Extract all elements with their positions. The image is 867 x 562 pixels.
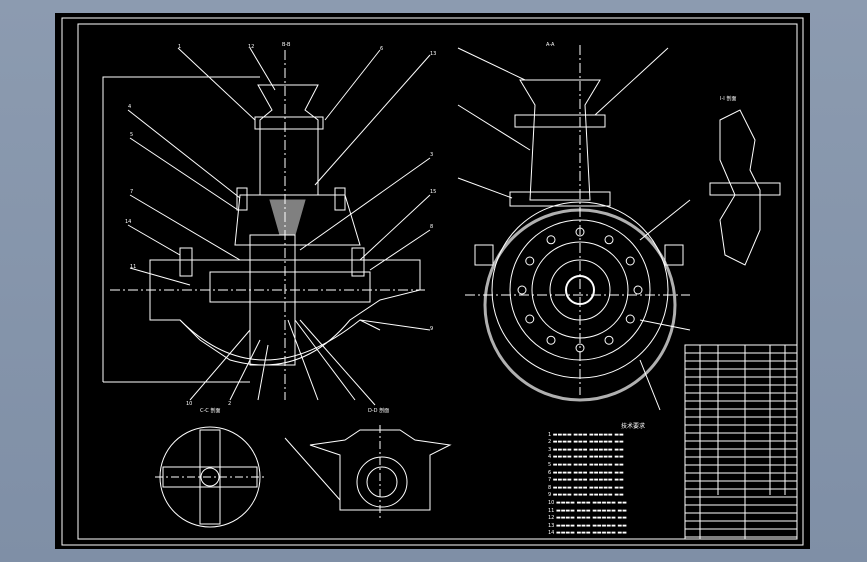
part-number-label: 13 <box>430 51 436 57</box>
note-number: 12 <box>548 515 555 522</box>
note-number: 8 <box>548 484 552 491</box>
view-label-i: I-I 剖面 <box>720 95 736 102</box>
part-number-label: 9 <box>430 326 433 332</box>
note-number: 1 <box>548 431 552 438</box>
note-line: 12 ▬▬▬▬ ▬▬▬ ▬▬▬▬▬ ▬▬ <box>548 515 718 523</box>
note-text-placeholder: ▬▬▬▬ ▬▬▬ ▬▬▬▬▬ ▬▬ <box>554 522 627 529</box>
note-text-placeholder: ▬▬▬▬ ▬▬▬ ▬▬▬▬▬ ▬▬ <box>554 499 627 506</box>
note-line: 7 ▬▬▬▬ ▬▬▬ ▬▬▬▬▬ ▬▬ <box>548 477 718 485</box>
gear-section <box>709 109 781 266</box>
view-label-d: D-D 剖面 <box>368 407 389 414</box>
view-label-c: C-C 剖面 <box>200 407 220 414</box>
side-view <box>457 45 691 411</box>
note-number: 7 <box>548 477 552 484</box>
cad-drawing-sheet[interactable]: 技术要求 1 ▬▬▬▬ ▬▬▬ ▬▬▬▬▬ ▬▬2 ▬▬▬▬ ▬▬▬ ▬▬▬▬▬… <box>55 13 810 549</box>
note-line: 8 ▬▬▬▬ ▬▬▬ ▬▬▬▬▬ ▬▬ <box>548 485 718 493</box>
note-text-placeholder: ▬▬▬▬ ▬▬▬ ▬▬▬▬▬ ▬▬ <box>551 454 624 461</box>
parts-list-table <box>684 344 798 540</box>
part-number-label: 10 <box>186 401 192 407</box>
note-line: 1 ▬▬▬▬ ▬▬▬ ▬▬▬▬▬ ▬▬ <box>548 432 718 440</box>
part-number-label: 1 <box>178 44 181 50</box>
part-number-label: 12 <box>248 44 254 50</box>
note-line: 4 ▬▬▬▬ ▬▬▬ ▬▬▬▬▬ ▬▬ <box>548 454 718 462</box>
view-label-a: A-A <box>546 42 555 48</box>
part-number-label: 2 <box>228 401 231 407</box>
note-number: 2 <box>548 439 552 446</box>
inner-frame <box>77 23 798 540</box>
bolt-hole <box>625 314 635 324</box>
note-line: 6 ▬▬▬▬ ▬▬▬ ▬▬▬▬▬ ▬▬ <box>548 470 718 478</box>
view-label-b: B-B <box>282 42 291 48</box>
note-text-placeholder: ▬▬▬▬ ▬▬▬ ▬▬▬▬▬ ▬▬ <box>551 439 624 446</box>
bolt-hole <box>546 335 556 345</box>
bolt-hole <box>525 314 535 324</box>
note-text-placeholder: ▬▬▬▬ ▬▬▬ ▬▬▬▬▬ ▬▬ <box>551 469 624 476</box>
note-text-placeholder: ▬▬▬▬ ▬▬▬ ▬▬▬▬▬ ▬▬ <box>551 431 624 438</box>
note-line: 2 ▬▬▬▬ ▬▬▬ ▬▬▬▬▬ ▬▬ <box>548 439 718 447</box>
bolt-hole <box>525 256 535 266</box>
part-number-label: 7 <box>130 189 133 195</box>
part-number-label: 3 <box>430 152 433 158</box>
note-line: 3 ▬▬▬▬ ▬▬▬ ▬▬▬▬▬ ▬▬ <box>548 447 718 455</box>
part-number-label: 5 <box>130 132 133 138</box>
part-number-label: 4 <box>128 104 131 110</box>
part-number-label: 6 <box>380 46 383 52</box>
section-d-d <box>284 425 452 520</box>
note-number: 14 <box>548 530 555 537</box>
note-number: 4 <box>548 454 552 461</box>
note-line: 13 ▬▬▬▬ ▬▬▬ ▬▬▬▬▬ ▬▬ <box>548 523 718 531</box>
note-text-placeholder: ▬▬▬▬ ▬▬▬ ▬▬▬▬▬ ▬▬ <box>551 446 624 453</box>
section-c-c <box>155 426 265 528</box>
note-number: 13 <box>548 522 555 529</box>
bolt-hole <box>604 235 614 245</box>
note-text-placeholder: ▬▬▬▬ ▬▬▬ ▬▬▬▬▬ ▬▬ <box>551 477 624 484</box>
main-section-view <box>102 47 431 406</box>
note-number: 9 <box>548 492 552 499</box>
note-text-placeholder: ▬▬▬▬ ▬▬▬ ▬▬▬▬▬ ▬▬ <box>554 507 627 514</box>
note-number: 10 <box>548 499 555 506</box>
bolt-hole <box>604 335 614 345</box>
note-number: 6 <box>548 469 552 476</box>
note-text-placeholder: ▬▬▬▬ ▬▬▬ ▬▬▬▬▬ ▬▬ <box>551 461 624 468</box>
part-number-label: 8 <box>430 224 433 230</box>
note-text-placeholder: ▬▬▬▬ ▬▬▬ ▬▬▬▬▬ ▬▬ <box>551 492 624 499</box>
note-number: 3 <box>548 446 552 453</box>
bolt-hole <box>517 285 527 295</box>
part-number-label: 14 <box>125 219 131 225</box>
bolt-hole <box>633 285 643 295</box>
note-line: 5 ▬▬▬▬ ▬▬▬ ▬▬▬▬▬ ▬▬ <box>548 462 718 470</box>
note-text-placeholder: ▬▬▬▬ ▬▬▬ ▬▬▬▬▬ ▬▬ <box>554 515 627 522</box>
note-line: 9 ▬▬▬▬ ▬▬▬ ▬▬▬▬▬ ▬▬ <box>548 492 718 500</box>
outer-frame <box>61 17 804 546</box>
note-line: 10 ▬▬▬▬ ▬▬▬ ▬▬▬▬▬ ▬▬ <box>548 500 718 508</box>
note-line: 14 ▬▬▬▬ ▬▬▬ ▬▬▬▬▬ ▬▬ <box>548 530 718 538</box>
bolt-hole <box>625 256 635 266</box>
drawing-canvas <box>61 17 804 546</box>
note-text-placeholder: ▬▬▬▬ ▬▬▬ ▬▬▬▬▬ ▬▬ <box>554 530 627 537</box>
note-text-placeholder: ▬▬▬▬ ▬▬▬ ▬▬▬▬▬ ▬▬ <box>551 484 624 491</box>
note-line: 11 ▬▬▬▬ ▬▬▬ ▬▬▬▬▬ ▬▬ <box>548 508 718 516</box>
part-number-label: 15 <box>430 189 436 195</box>
note-number: 5 <box>548 461 552 468</box>
part-number-label: 11 <box>130 264 136 270</box>
notes-title: 技术要求 <box>620 423 645 430</box>
technical-notes: 技术要求 1 ▬▬▬▬ ▬▬▬ ▬▬▬▬▬ ▬▬2 ▬▬▬▬ ▬▬▬ ▬▬▬▬▬… <box>548 423 718 538</box>
note-number: 11 <box>548 507 555 514</box>
bolt-hole <box>546 235 556 245</box>
